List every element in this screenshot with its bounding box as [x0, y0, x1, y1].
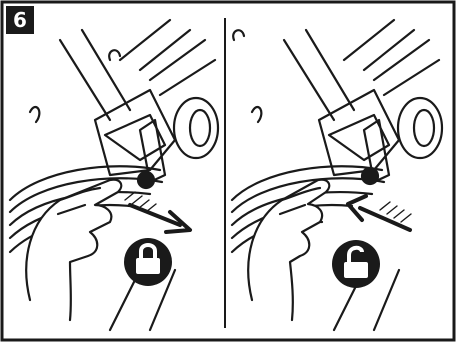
panel-left: [10, 20, 218, 330]
step-number-badge: 6: [6, 6, 34, 34]
unlock-icon: [332, 240, 380, 288]
panel-right: [232, 20, 442, 330]
lock-icon: [124, 238, 172, 286]
